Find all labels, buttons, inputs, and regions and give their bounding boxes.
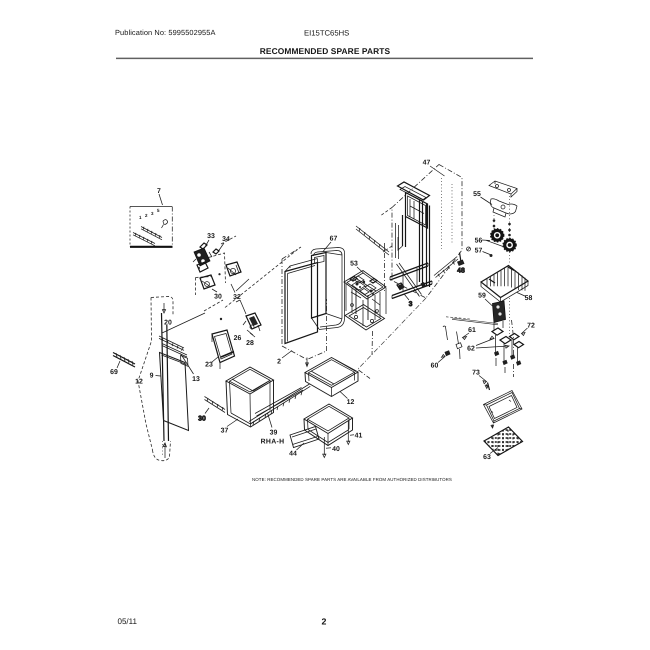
svg-text:33: 33 <box>207 233 215 240</box>
svg-text:53: 53 <box>350 261 358 268</box>
svg-text:3: 3 <box>409 301 413 308</box>
svg-text:41: 41 <box>355 433 363 440</box>
svg-text:40: 40 <box>332 446 340 453</box>
svg-text:23: 23 <box>205 362 213 369</box>
svg-text:37: 37 <box>221 428 229 435</box>
svg-text:EI15TC65HS: EI15TC65HS <box>304 29 349 38</box>
svg-text:39: 39 <box>270 430 278 437</box>
svg-text:Publication No: 5995502955A: Publication No: 5995502955A <box>115 28 216 37</box>
svg-text:5: 5 <box>157 208 160 213</box>
svg-text:47: 47 <box>423 160 431 167</box>
svg-text:34: 34 <box>222 236 230 243</box>
svg-text:67: 67 <box>330 236 338 243</box>
svg-text:13: 13 <box>192 376 200 383</box>
svg-text:63: 63 <box>483 454 491 461</box>
svg-text:12: 12 <box>347 399 355 406</box>
svg-text:62: 62 <box>467 346 475 353</box>
svg-text:61: 61 <box>468 327 476 334</box>
svg-text:56: 56 <box>475 238 483 245</box>
svg-text:1: 1 <box>139 215 142 220</box>
svg-text:30: 30 <box>198 416 206 423</box>
svg-text:2: 2 <box>145 213 148 218</box>
svg-text:55: 55 <box>473 191 481 198</box>
svg-text:05/11: 05/11 <box>118 617 138 626</box>
svg-text:30: 30 <box>214 294 222 301</box>
svg-text:RHA-H: RHA-H <box>261 439 285 446</box>
svg-text:58: 58 <box>525 295 533 302</box>
svg-text:20: 20 <box>164 320 172 327</box>
svg-text:28: 28 <box>246 340 254 347</box>
svg-text:73: 73 <box>472 370 480 377</box>
svg-text:48: 48 <box>457 268 465 275</box>
svg-text:7: 7 <box>157 188 161 195</box>
svg-text:2: 2 <box>322 617 327 627</box>
svg-text:59: 59 <box>478 293 486 300</box>
svg-text:RECOMMENDED SPARE PARTS: RECOMMENDED SPARE PARTS <box>260 46 391 56</box>
svg-text:12: 12 <box>135 379 143 386</box>
svg-text:60: 60 <box>431 363 439 370</box>
svg-text:44: 44 <box>289 451 297 458</box>
svg-text:3: 3 <box>151 211 154 216</box>
svg-text:57: 57 <box>475 248 483 255</box>
svg-text:2: 2 <box>277 359 281 366</box>
svg-text:26: 26 <box>234 335 242 342</box>
svg-text:NOTE: RECOMMENDED SPARE PARTS: NOTE: RECOMMENDED SPARE PARTS ARE AVAILA… <box>252 477 452 482</box>
svg-text:72: 72 <box>527 323 535 330</box>
svg-text:9: 9 <box>150 373 154 380</box>
svg-text:69: 69 <box>110 369 118 376</box>
